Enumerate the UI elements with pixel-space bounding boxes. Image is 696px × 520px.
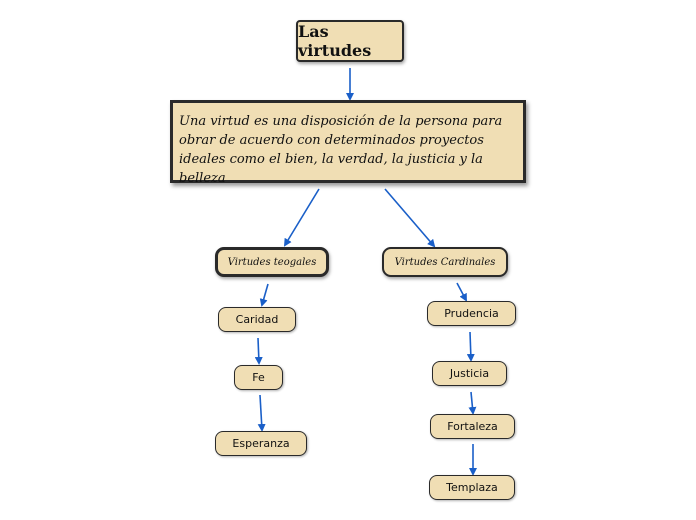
- virtue-label: Templaza: [446, 481, 498, 494]
- category-label-cardinales: Virtudes Cardinales: [394, 256, 496, 268]
- virtue-node-caridad[interactable]: Caridad: [218, 307, 296, 332]
- definition-text: Una virtud es una disposición de la pers…: [179, 114, 503, 186]
- arrow-teologales-to-caridad: [259, 283, 269, 307]
- definition-node[interactable]: Una virtud es una disposición de la pers…: [170, 100, 526, 186]
- virtue-label: Justicia: [449, 367, 490, 380]
- arrow-cardinales-to-prudencia: [456, 282, 467, 302]
- virtue-label: Prudencia: [444, 307, 499, 320]
- category-node-cardinales[interactable]: Virtudes Cardinales: [382, 247, 508, 277]
- virtue-node-esperanza[interactable]: Esperanza: [215, 431, 307, 456]
- arrow-fe-to-esperanza: [257, 394, 266, 432]
- arrow-justicia-to-fortaleza: [468, 391, 477, 415]
- virtue-node-fe[interactable]: Fe: [234, 365, 283, 390]
- arrow-caridad-to-fe: [254, 337, 263, 365]
- virtue-node-fortaleza[interactable]: Fortaleza: [430, 414, 515, 439]
- title-label: Las virtudes: [298, 22, 372, 60]
- arrow-prudencia-to-justicia: [466, 331, 475, 362]
- virtue-node-prudencia[interactable]: Prudencia: [427, 301, 516, 326]
- virtue-label: Caridad: [235, 313, 279, 326]
- virtue-node-justicia[interactable]: Justicia: [432, 361, 507, 386]
- virtue-label: Fe: [252, 371, 265, 384]
- arrow-definition-to-teologales: [283, 188, 320, 247]
- category-node-teologales[interactable]: Virtudes teogales: [215, 247, 329, 277]
- category-label-teologales: Virtudes teogales: [227, 256, 317, 268]
- virtue-label: Esperanza: [232, 437, 290, 450]
- virtue-node-templaza[interactable]: Templaza: [429, 475, 515, 500]
- arrow-definition-to-cardinales: [384, 188, 436, 248]
- virtue-label: Fortaleza: [447, 420, 498, 433]
- title-node[interactable]: Las virtudes: [296, 20, 404, 62]
